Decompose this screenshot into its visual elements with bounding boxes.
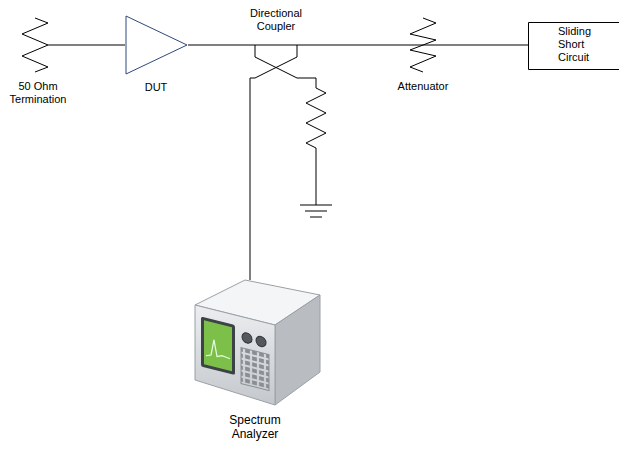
spectrum-analyzer-icon: Spectrum Analyzer — [185, 280, 325, 410]
component-label: Directional Coupler — [235, 7, 317, 33]
amplifier-triangle — [125, 15, 188, 75]
resistor-symbol — [410, 18, 436, 72]
component-label: Spectrum Analyzer — [210, 413, 300, 441]
component-label: DUT — [131, 81, 181, 94]
spectrum-analyzer-icon — [185, 280, 325, 410]
coupler-cross — [255, 57, 297, 78]
screen-trace — [206, 338, 230, 362]
amplifier-triangle: DUT — [125, 15, 188, 75]
screen-bezel — [201, 317, 235, 376]
attenuator-symbol: Attenuator — [410, 18, 436, 72]
sliding-short: Sliding Short Circuit — [528, 22, 619, 70]
ground-symbol — [300, 205, 332, 206]
analyzer-keypad — [241, 348, 269, 391]
analyzer-front — [195, 305, 275, 405]
coupler-cross — [255, 57, 297, 78]
coupler-symbol — [255, 45, 297, 78]
resistor-symbol — [22, 18, 48, 72]
signal-wire — [48, 45, 125, 46]
termination-resistor — [22, 18, 48, 72]
component-label: Attenuator — [388, 80, 458, 93]
signal-wire — [250, 78, 255, 280]
ground-symbol — [305, 211, 327, 212]
amplifier-triangle — [126, 16, 187, 74]
component-label: 50 Ohm Termination — [5, 80, 71, 106]
component-label: Sliding Short Circuit — [558, 25, 606, 64]
ground-symbol — [310, 217, 322, 218]
analyzer-knob — [242, 332, 252, 345]
coupler-port — [255, 45, 256, 57]
load-resistor-symbol — [297, 78, 326, 205]
signal-wire — [188, 45, 255, 46]
analyzer-knob — [256, 335, 266, 348]
through-line — [255, 45, 297, 46]
attenuator-symbol — [410, 18, 436, 72]
short-circuit-line — [529, 23, 619, 70]
signal-wire — [436, 45, 528, 46]
analyzer-screen — [204, 320, 232, 371]
coupler-symbol: Directional Coupler — [255, 45, 297, 78]
analyzer-side — [275, 295, 320, 405]
signal-wire — [297, 45, 410, 46]
coupler-port — [297, 45, 298, 57]
termination-resistor: 50 Ohm Termination — [22, 18, 48, 72]
